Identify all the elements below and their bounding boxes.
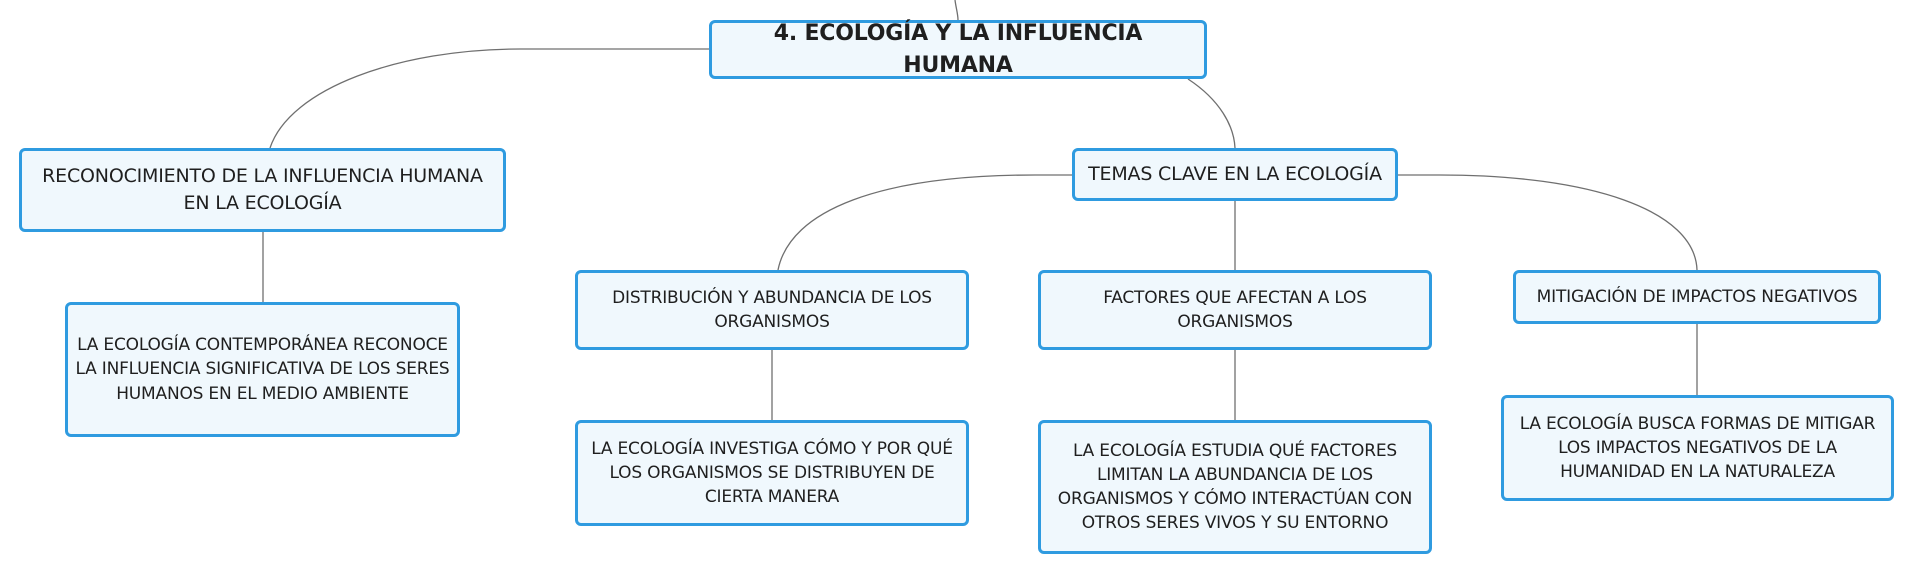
subtopic-node-factors[interactable]: FACTORES QUE AFECTAN A LOS ORGANISMOS (1038, 270, 1432, 350)
subtopic-label-distribution: DISTRIBUCIÓN Y ABUNDANCIA DE LOS ORGANIS… (612, 287, 932, 332)
detail-label-distribution: LA ECOLOGÍA INVESTIGA CÓMO Y POR QUÉ LOS… (591, 438, 953, 508)
subtopic-node-key-topics[interactable]: TEMAS CLAVE EN LA ECOLOGÍA (1072, 148, 1398, 201)
detail-node-mitigation[interactable]: LA ECOLOGÍA BUSCA FORMAS DE MITIGAR LOS … (1501, 395, 1894, 501)
subtopic-node-recognition[interactable]: RECONOCIMIENTO DE LA INFLUENCIA HUMANA E… (19, 148, 506, 232)
subtopic-label-factors: FACTORES QUE AFECTAN A LOS ORGANISMOS (1103, 287, 1367, 332)
connector-key-topics-to-distribution (777, 174, 1072, 271)
subtopic-node-mitigation[interactable]: MITIGACIÓN DE IMPACTOS NEGATIVOS (1513, 270, 1881, 324)
subtopic-label-recognition: RECONOCIMIENTO DE LA INFLUENCIA HUMANA E… (42, 165, 483, 214)
connector-root-to-recognition (269, 48, 709, 149)
connector-incoming-root (954, 0, 959, 21)
detail-node-distribution[interactable]: LA ECOLOGÍA INVESTIGA CÓMO Y POR QUÉ LOS… (575, 420, 969, 526)
subtopic-label-mitigation: MITIGACIÓN DE IMPACTOS NEGATIVOS (1536, 286, 1858, 307)
detail-label-mitigation: LA ECOLOGÍA BUSCA FORMAS DE MITIGAR LOS … (1519, 413, 1876, 483)
root-topic-node[interactable]: 4. ECOLOGÍA Y LA INFLUENCIA HUMANA (709, 20, 1207, 79)
detail-node-recognition[interactable]: LA ECOLOGÍA CONTEMPORÁNEA RECONOCE LA IN… (65, 302, 460, 437)
detail-label-recognition: LA ECOLOGÍA CONTEMPORÁNEA RECONOCE LA IN… (75, 335, 450, 404)
subtopic-node-distribution[interactable]: DISTRIBUCIÓN Y ABUNDANCIA DE LOS ORGANIS… (575, 270, 969, 350)
subtopic-label-key-topics: TEMAS CLAVE EN LA ECOLOGÍA (1088, 163, 1382, 186)
connector-key-topics-to-mitigation (1398, 174, 1698, 271)
root-topic-label: 4. ECOLOGÍA Y LA INFLUENCIA HUMANA (773, 21, 1143, 78)
detail-label-factors: LA ECOLOGÍA ESTUDIA QUÉ FACTORES LIMITAN… (1057, 440, 1413, 534)
detail-node-factors[interactable]: LA ECOLOGÍA ESTUDIA QUÉ FACTORES LIMITAN… (1038, 420, 1432, 554)
connector-root-to-key-topics (1187, 78, 1236, 149)
